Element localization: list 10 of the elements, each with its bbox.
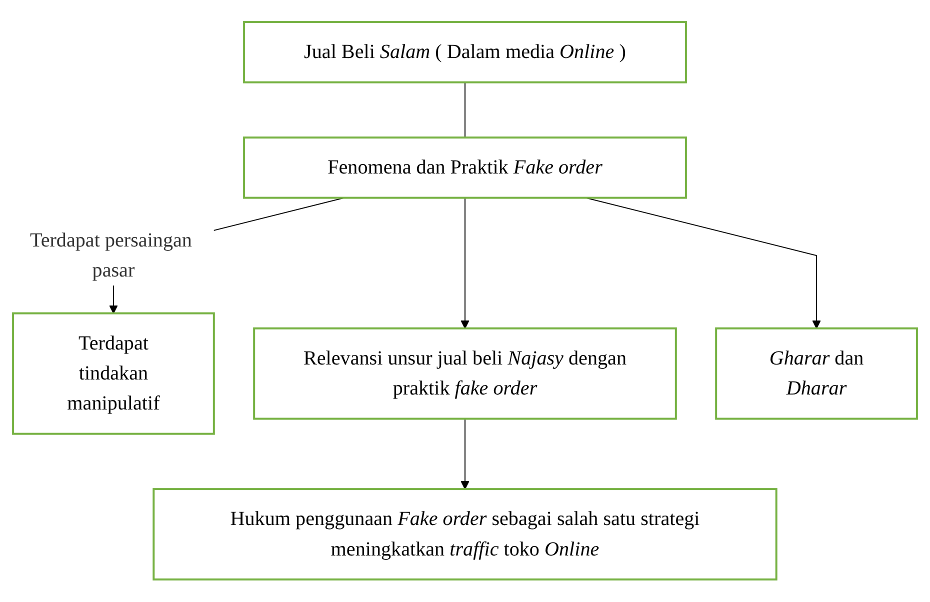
node-box [243, 21, 687, 84]
node-box [715, 328, 918, 420]
node-box [253, 328, 677, 420]
node-box [12, 312, 215, 436]
arrow [460, 198, 470, 330]
flowchart: Terdapat persaingan pasar Jual Beli Salam ( Dalam media Online ) Fenomena dan Praktik Fake order Terdapat tindakan manipulatif Relevansi unsur jual beli Najasy dengan praktik fake order Gharar dan Dharar Hukum penggunaan Fake order sebagai salah satu strategi meningkatkan traffic toko Online [5, 14, 925, 588]
node-box [243, 136, 687, 200]
arrow [460, 419, 470, 490]
connector [464, 82, 466, 138]
node-box [152, 488, 778, 581]
